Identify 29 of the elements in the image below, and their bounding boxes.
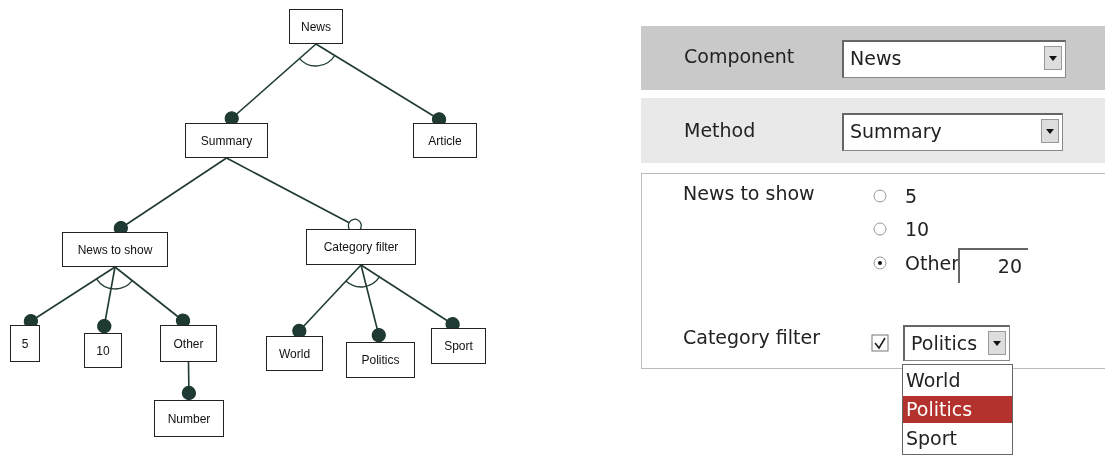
selected-option: Politics	[903, 396, 1012, 423]
option-label: 10	[905, 220, 930, 239]
field-label: Component	[684, 47, 795, 66]
feature-box: Article	[413, 123, 477, 158]
option-label: 5	[905, 187, 918, 206]
field-label: Method	[684, 121, 756, 140]
feature-box: 10	[84, 333, 122, 368]
list-option: Sport	[903, 425, 1012, 452]
feature-box: Sport	[431, 328, 486, 364]
dropdown-select: News	[842, 40, 1066, 78]
feature-box: 5	[10, 325, 40, 362]
field-label: News to show	[683, 184, 815, 203]
field-label: Category filter	[683, 328, 821, 347]
feature-box: Summary	[185, 123, 268, 158]
dropdown-select: Politics	[903, 325, 1010, 361]
connector-line	[360, 264, 386, 343]
list-option: World	[903, 367, 1012, 394]
feature-box: News	[289, 9, 343, 44]
feature-box: News to show	[62, 232, 168, 267]
connector-line	[97, 266, 116, 334]
option-label: Other	[905, 254, 959, 273]
input-field: 20	[958, 248, 1028, 283]
feature-box: Politics	[346, 342, 415, 378]
feature-box: Number	[154, 400, 224, 437]
feature-box: Other	[160, 325, 217, 362]
feature-box: Category filter	[306, 229, 416, 265]
dropdown-select: Summary	[842, 113, 1063, 151]
feature-box: World	[266, 336, 323, 371]
connector-line	[181, 361, 197, 401]
